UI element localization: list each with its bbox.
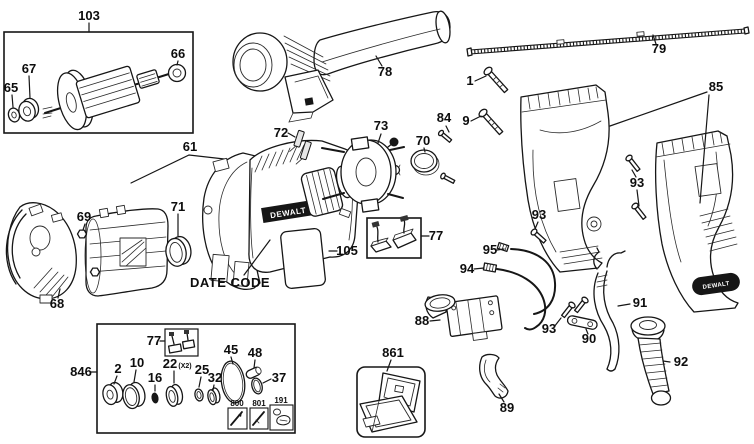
gearcase-68: 68 [5,202,77,311]
callout-10: 10 [130,355,144,370]
callout-67: 67 [22,61,36,76]
box-801-frame [249,407,269,430]
callout-800: 800 [230,399,244,408]
armature-drawing [7,63,187,131]
box-77-frame [366,217,422,259]
callout-16: 16 [148,370,162,385]
brush-holder-73: 73 [321,118,405,218]
callout-84: 84 [437,110,452,125]
callout-801: 801 [252,399,266,408]
wire-95: 95 [483,241,557,315]
grip-brand-label: DEWALT [692,272,740,296]
box-77b-frame [164,328,199,357]
callout-846: 846 [70,364,92,379]
callout-105: 105 [336,243,358,258]
callout-25: 25 [195,362,209,377]
screw-9: 9 [462,108,504,136]
callout-71: 71 [171,199,185,214]
callout-68: 68 [50,296,64,311]
callout-2: 2 [114,361,121,376]
hook-89: 89 [479,353,514,415]
kit-box-861: 861 [356,345,426,438]
callout-69: 69 [77,209,91,224]
callout-32: 32 [208,370,222,385]
callout-22: 22 [163,356,177,371]
screws-93: 93 93 93 [530,154,647,336]
callout-95: 95 [483,242,497,257]
callout-37: 37 [272,370,286,385]
ring-70: 70 [410,133,440,176]
callout-65: 65 [4,80,18,95]
callout-73: 73 [374,118,388,133]
callout-93b: 93 [630,175,644,190]
brush-box-77-upper: 77 [366,215,443,259]
callout-61: 61 [183,139,197,154]
callout-77-upper: 77 [429,228,443,243]
callout-9: 9 [462,113,469,128]
box-103-frame [3,31,194,134]
ring-71: 71 [165,199,192,267]
qty-x2-label: (X2) [178,363,191,370]
wire-94: 94 [460,261,547,331]
housing-half-right-85: DEWALT [654,130,740,313]
callout-45: 45 [224,342,238,357]
callout-78: 78 [378,64,392,79]
field-coil: 69 [76,204,169,297]
box-861-frame [356,366,426,438]
brush-clips-72: 72 [274,125,312,165]
screw-1: 1 [466,66,509,94]
callout-89: 89 [500,400,514,415]
callout-1: 1 [466,73,473,88]
side-handle-78: 78 [232,10,451,123]
cord-protector-92: 92 [630,316,688,406]
armature-box-103: 103 67 65 66 [3,8,194,134]
callout-88: 88 [415,313,429,328]
box-846-frame [96,323,296,434]
callout-72: 72 [274,125,288,140]
grip-brand-text: DEWALT [702,281,730,291]
callout-85: 85 [709,79,723,94]
hex-nut-69a [76,229,88,239]
box-191-frame [269,404,294,431]
hex-nut-69b [89,267,101,277]
callout-79: 79 [652,41,666,56]
switch-88: 88 [415,294,503,341]
cord-clamp-90: 90 [566,315,598,346]
callout-93a: 93 [532,207,546,222]
callout-191: 191 [274,396,288,405]
callout-77-lower: 77 [147,333,161,348]
callout-48: 48 [248,345,262,360]
service-kit-box-846: 846 77 2 10 16 [70,323,296,434]
depth-rod-79: 79 [466,26,750,57]
callout-70: 70 [416,133,430,148]
callout-103: 103 [78,8,100,23]
callout-861: 861 [382,345,404,360]
callout-90: 90 [582,331,596,346]
date-code-label: DATE CODE [190,275,270,290]
power-cord-91: 91 [593,247,647,372]
callout-66: 66 [171,46,185,61]
box-800-frame [227,407,248,430]
motor-brand-band: DEWALT [261,200,315,223]
gear-cylinder [300,167,344,217]
label-sticker-105: 105 DATE CODE [190,228,358,290]
screw-84: 84 [437,110,456,184]
callout-93c: 93 [542,321,556,336]
housing-half-left-85 [520,84,610,273]
callout-91: 91 [633,295,647,310]
callout-94: 94 [460,261,475,276]
callout-92: 92 [674,354,688,369]
